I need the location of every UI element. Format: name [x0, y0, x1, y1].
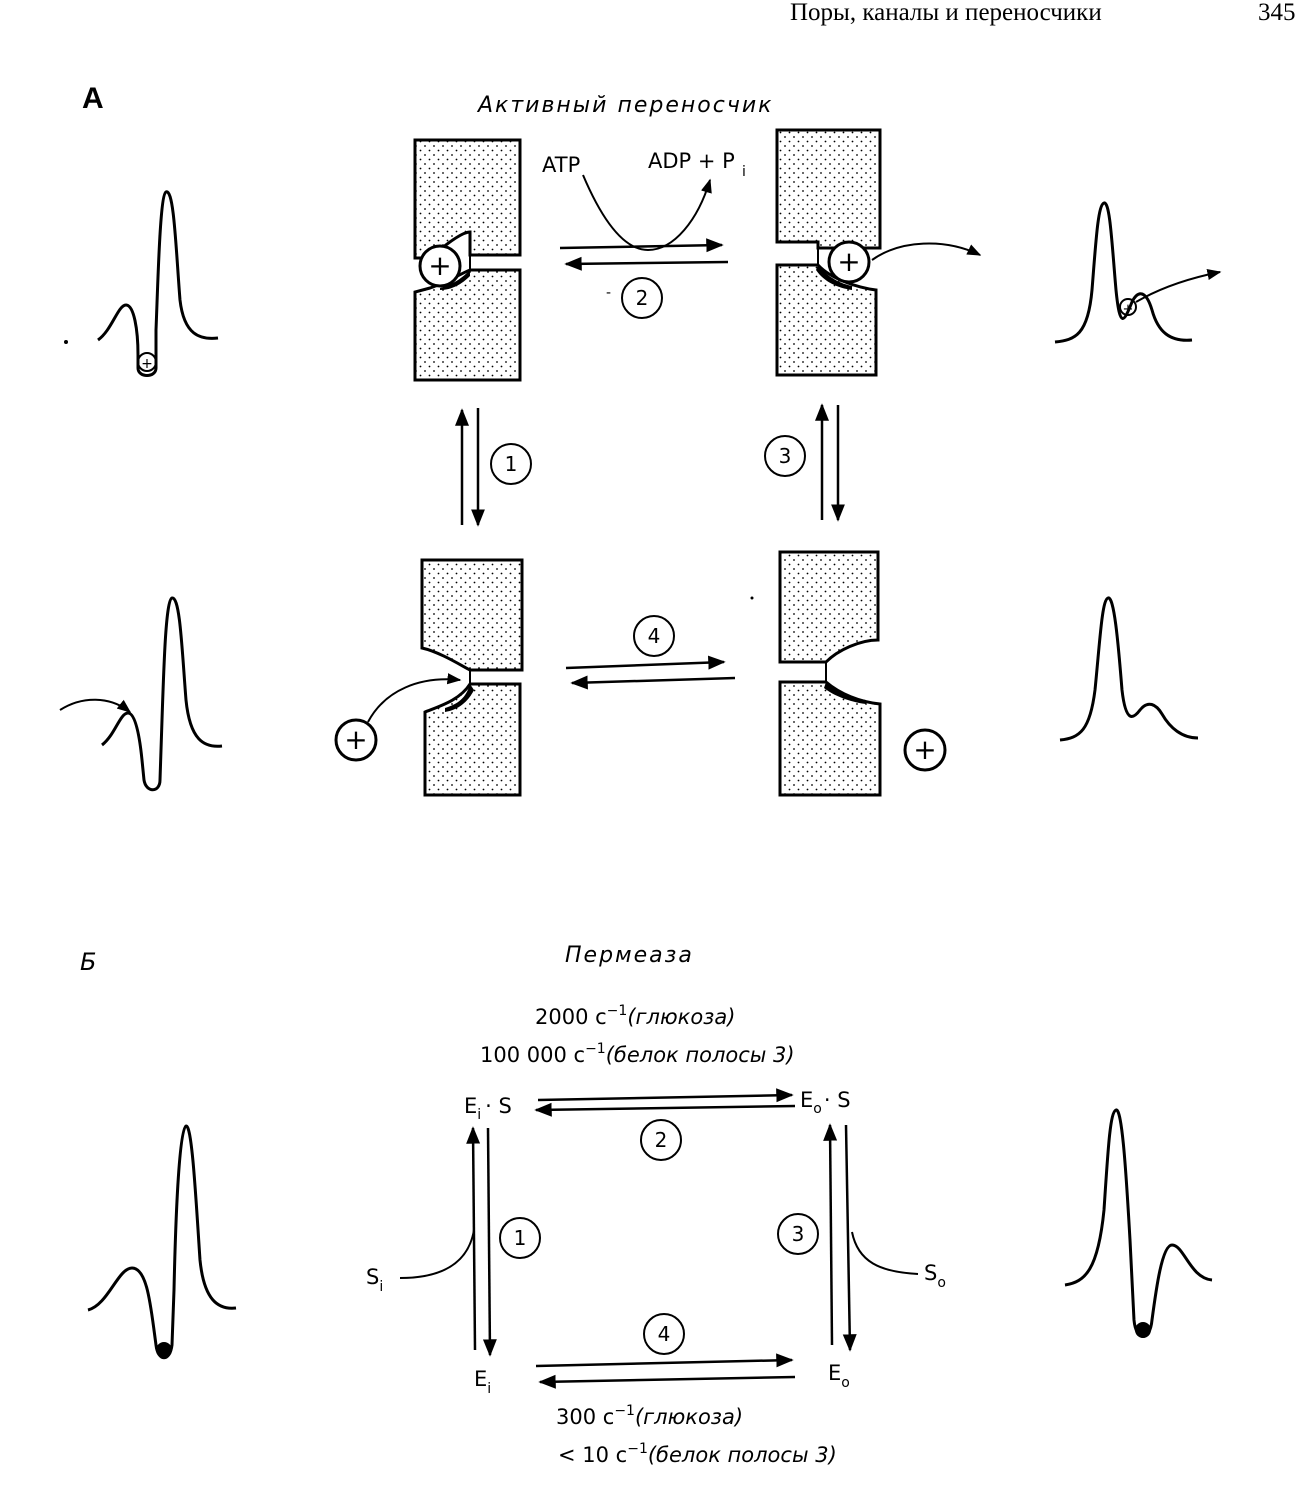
ion-bound-top-left — [418, 244, 462, 288]
step-4-arrows-b: 4 — [535, 1313, 796, 1389]
energy-profile-b-left — [87, 1124, 237, 1360]
step-3-label: 3 — [779, 444, 792, 468]
energy-profile-a-top-right: + — [1054, 201, 1222, 344]
channel-state-bottom-left: + — [334, 558, 524, 797]
atp-reaction: ATP ADP + P i 2 - — [542, 149, 746, 319]
channel-state-top-right: + — [775, 128, 982, 377]
energy-profile-b-right — [1064, 1108, 1213, 1338]
step-4-label-a: 4 — [648, 624, 661, 648]
step-2-arrows-b: 2 — [534, 1088, 796, 1161]
svg-text:+: + — [344, 723, 367, 756]
panel-a-label: А — [82, 82, 104, 115]
eo-label: Eo — [828, 1361, 850, 1391]
svg-text:+: + — [837, 245, 860, 278]
svg-text:+: + — [913, 733, 936, 766]
eo-s-label: Eo· S — [800, 1088, 851, 1117]
step-4-label-b: 4 — [658, 1322, 671, 1346]
page-number: 345 — [1258, 0, 1296, 26]
step-1-label-b: 1 — [514, 1226, 527, 1250]
rate-top-2: 100 000 c−1(белок полосы 3) — [480, 1041, 795, 1067]
step-4-arrows-a: 4 — [565, 615, 736, 690]
panel-b-label: Б — [80, 948, 96, 976]
step-1-arrows-b: 1 Si — [366, 1126, 541, 1357]
rate-bottom-2: < 10 c−1(белок полосы 3) — [558, 1441, 837, 1467]
panel-a-title: Активный переносчик — [476, 93, 773, 118]
step-2-label: 2 — [636, 286, 649, 310]
ei-s-label: Ei· S — [464, 1094, 512, 1123]
svg-text:+: + — [1123, 302, 1134, 317]
ion-free-bottom-right — [903, 728, 947, 772]
svg-text:+: + — [141, 356, 153, 372]
step-3-arrows: 3 — [764, 403, 845, 522]
ion-bound-top-right — [827, 240, 871, 284]
pi-subscript: i — [742, 164, 746, 180]
step-1-label: 1 — [505, 452, 518, 476]
ei-label: Ei — [474, 1367, 491, 1397]
step-2-label-b: 2 — [655, 1128, 668, 1152]
so-label: So — [924, 1261, 946, 1291]
rate-top-1: 2000 c−1(глюкоза) — [535, 1003, 735, 1029]
panel-b-title: Пермеаза — [565, 943, 694, 968]
stray-dot-2 — [750, 596, 754, 600]
svg-text:+: + — [428, 249, 451, 282]
energy-profile-a-bottom-left — [59, 596, 223, 792]
step-1-arrows: 1 — [455, 408, 532, 527]
adp-pi-label: ADP + P — [648, 149, 735, 173]
tick-mark: - — [606, 285, 611, 301]
step-3-label-b: 3 — [792, 1222, 805, 1246]
rate-bottom-1: 300 c−1(глюкоза) — [556, 1403, 743, 1429]
channel-state-bottom-right: + — [778, 550, 947, 797]
step-3-arrows-b: 3 So — [777, 1123, 946, 1352]
energy-profile-a-top-left: + — [97, 190, 219, 377]
energy-profile-a-bottom-right — [1059, 596, 1199, 742]
ion-free-bottom-left — [334, 718, 378, 762]
stray-dot — [64, 340, 68, 344]
atp-label: ATP — [542, 153, 580, 177]
channel-state-top-left: + — [413, 138, 522, 382]
si-label: Si — [366, 1265, 383, 1295]
running-header-title: Поры, каналы и переносчики — [790, 0, 1102, 26]
